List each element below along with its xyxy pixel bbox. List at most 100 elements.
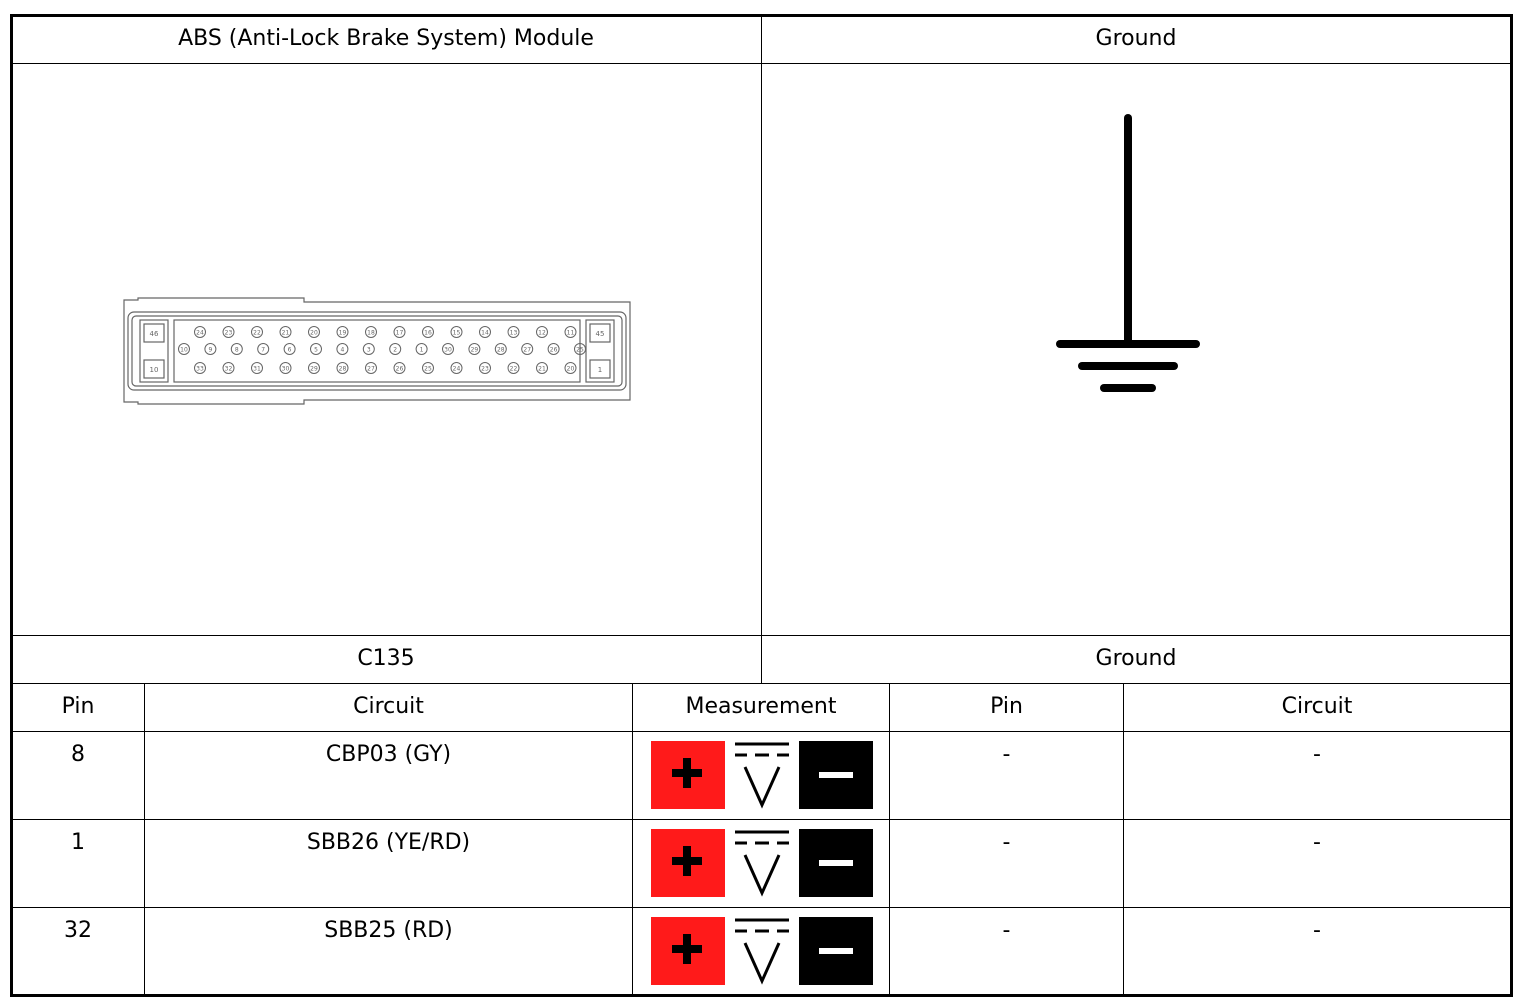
connector-pin (178, 343, 190, 355)
row-ground-circuit: - (1313, 742, 1321, 767)
divider (12, 731, 1511, 732)
row-pin: 1 (71, 830, 85, 855)
connector-pin (336, 326, 349, 338)
minus-icon (799, 917, 873, 985)
connector-pin (365, 326, 377, 338)
pin-label: 46 (150, 330, 159, 338)
connector-pin (365, 362, 377, 374)
connector-pin (389, 343, 402, 355)
divider (761, 16, 762, 684)
connector-id: C135 (357, 646, 415, 671)
connector-pin (479, 326, 491, 338)
connector-pin (479, 362, 491, 374)
pin-label: 23 (481, 366, 489, 373)
row-circuit: CBP03 (GY) (325, 742, 452, 767)
dc-voltmeter-icon (735, 829, 789, 897)
pin-label: 21 (538, 366, 546, 373)
connector-pin (251, 326, 263, 338)
pin-label: 12 (538, 330, 546, 337)
pin-label: 23 (225, 330, 233, 337)
connector-pin (308, 362, 320, 374)
header-ground-circuit: Circuit (1281, 694, 1353, 719)
pin-label: 4 (340, 347, 344, 354)
module-title: ABS (Anti-Lock Brake System) Module (178, 26, 594, 51)
pin-label: 14 (481, 330, 489, 337)
pin-label: 5 (314, 347, 318, 354)
connector-pin (547, 343, 560, 355)
connector-pin (450, 326, 463, 338)
header-circuit: Circuit (353, 694, 424, 719)
pin-label: 18 (367, 330, 375, 337)
divider (12, 907, 1511, 908)
connector-pin (194, 362, 206, 374)
pin-label: 17 (396, 330, 404, 337)
pin-label: 3 (367, 347, 371, 354)
connector-pin (442, 343, 454, 355)
connector-pin (336, 362, 349, 374)
connector-pin (279, 326, 292, 338)
connector-pin (308, 326, 320, 338)
connector-pin (536, 326, 548, 338)
pin-label: 28 (497, 347, 505, 354)
ground-symbol-icon (1056, 114, 1200, 392)
pin-label: 7 (261, 347, 265, 354)
connector-pin (564, 326, 577, 338)
connector-pin (574, 343, 586, 355)
connector-pin (283, 343, 296, 355)
header-measurement: Measurement (685, 694, 837, 719)
pin-label: 28 (339, 366, 347, 373)
connector-pin (564, 362, 577, 374)
minus-icon (799, 741, 873, 809)
ground-title: Ground (1095, 26, 1177, 51)
connector-pin (222, 326, 235, 338)
pin-label: 24 (453, 366, 461, 373)
pin-label: 25 (424, 366, 432, 373)
connector-pin (194, 326, 206, 338)
connector-pin (279, 362, 292, 374)
pin-label: 1 (420, 347, 424, 354)
connector-pin (230, 343, 243, 355)
pin-label: 30 (444, 347, 452, 354)
pin-label: 6 (288, 347, 292, 354)
dc-voltmeter-icon (735, 741, 789, 809)
pin-label: 16 (424, 330, 432, 337)
pin-label: 9 (208, 347, 212, 354)
measurement-dc-voltage (651, 741, 873, 809)
connector-pin (422, 362, 434, 374)
plus-icon (651, 741, 725, 809)
pin-label: 19 (339, 330, 347, 337)
connector-pin (393, 326, 406, 338)
pin-label: 22 (510, 366, 518, 373)
pin-label: 27 (523, 347, 531, 354)
minus-icon (799, 829, 873, 897)
row-pin: 32 (64, 918, 92, 943)
divider (1123, 684, 1124, 995)
pin-label: 21 (282, 330, 290, 337)
divider (12, 819, 1511, 820)
row-ground-circuit: - (1313, 918, 1321, 943)
row-ground-circuit: - (1313, 830, 1321, 855)
diagram-frame (10, 14, 1513, 997)
connector-pin (507, 326, 520, 338)
connector-pin (393, 362, 406, 374)
row-ground-pin: - (1002, 830, 1011, 855)
measurement-dc-voltage (651, 829, 873, 897)
measurement-dc-voltage (651, 917, 873, 985)
divider (889, 684, 890, 995)
connector-pin (362, 343, 375, 355)
dc-voltmeter-icon (735, 917, 789, 985)
connector-pin (336, 343, 349, 355)
divider (144, 684, 145, 995)
pin-label: 26 (550, 347, 558, 354)
pin-label: 24 (196, 330, 204, 337)
pin-label: 15 (453, 330, 461, 337)
connector-pin (536, 362, 548, 374)
pin-label: 33 (196, 366, 204, 373)
row-ground-pin: - (1002, 918, 1011, 943)
pin-label: 1 (598, 366, 602, 374)
plus-icon (651, 917, 725, 985)
pin-label: 29 (471, 347, 479, 354)
pin-label: 26 (396, 366, 404, 373)
connector-pin (507, 362, 520, 374)
pin-label: 20 (567, 366, 575, 373)
